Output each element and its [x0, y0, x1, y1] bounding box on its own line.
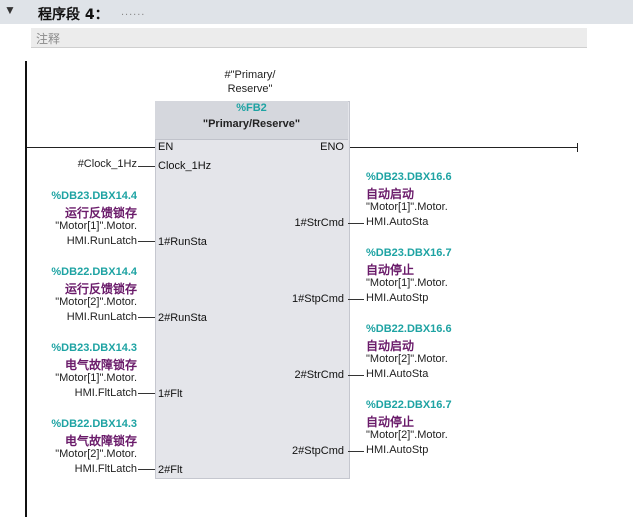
input-symbol[interactable]: "Motor[2]".Motor. HMI.RunLatch — [2, 295, 137, 325]
network-comment-field[interactable] — [31, 28, 587, 48]
output-address: %DB23.DBX16.7 — [366, 247, 452, 259]
output-pin-2-strcmd: 2#StrCmd — [294, 369, 344, 381]
input-address: %DB23.DBX14.4 — [51, 190, 137, 202]
network-comment-placeholder: 注释 — [36, 32, 61, 46]
en-power-line — [27, 147, 155, 148]
output-symbol-line1: "Motor[1]".Motor. — [366, 201, 448, 213]
output-symbol[interactable]: "Motor[2]".Motor. HMI.AutoStp — [366, 428, 448, 458]
input-address: %DB23.DBX14.3 — [51, 342, 137, 354]
input-wire — [138, 469, 155, 470]
input-operand-clock[interactable]: #Clock_1Hz — [77, 158, 137, 170]
output-comment: 自动启动 — [366, 187, 415, 201]
eno-pin: ENO — [320, 141, 344, 153]
output-symbol[interactable]: "Motor[2]".Motor. HMI.AutoSta — [366, 352, 448, 382]
input-symbol-line1: "Motor[2]".Motor. — [55, 448, 137, 460]
function-block-header — [155, 101, 348, 140]
fb-name: "Primary/Reserve" — [202, 118, 301, 130]
instance-db-line2: Reserve" — [227, 83, 273, 95]
input-symbol-line2: HMI.FltLatch — [74, 463, 137, 475]
input-symbol-line2: HMI.RunLatch — [66, 235, 137, 247]
output-symbol-line1: "Motor[1]".Motor. — [366, 277, 448, 289]
input-comment: 运行反馈锁存 — [64, 282, 137, 296]
output-wire — [348, 375, 364, 376]
en-pin: EN — [158, 141, 174, 153]
output-symbol-line1: "Motor[2]".Motor. — [366, 429, 448, 441]
network-title-dots[interactable]: ...... — [121, 6, 146, 18]
left-power-rail — [25, 61, 27, 517]
output-wire — [348, 223, 364, 224]
input-wire — [138, 393, 155, 394]
output-symbol-line2: HMI.AutoStp — [366, 444, 429, 456]
input-address: %DB22.DBX14.3 — [51, 418, 137, 430]
output-pin-1-stpcmd: 1#StpCmd — [292, 293, 344, 305]
input-address: %DB22.DBX14.4 — [51, 266, 137, 278]
input-comment: 电气故障锁存 — [64, 358, 137, 372]
network-header — [0, 0, 633, 24]
instance-db-line1: #"Primary/ — [224, 69, 276, 81]
input-symbol-line2: HMI.FltLatch — [74, 387, 137, 399]
input-symbol[interactable]: "Motor[1]".Motor. HMI.FltLatch — [2, 371, 137, 401]
input-symbol-line1: "Motor[2]".Motor. — [55, 296, 137, 308]
output-wire — [348, 451, 364, 452]
network-title: 程序段 4： — [38, 7, 109, 23]
input-comment: 电气故障锁存 — [64, 434, 137, 448]
input-pin-1-flt: 1#Flt — [158, 388, 183, 400]
input-pin-2-flt: 2#Flt — [158, 464, 183, 476]
output-address: %DB22.DBX16.7 — [366, 399, 452, 411]
eno-power-line — [348, 147, 578, 148]
input-symbol[interactable]: "Motor[1]".Motor. HMI.RunLatch — [2, 219, 137, 249]
output-address: %DB22.DBX16.6 — [366, 323, 452, 335]
input-wire — [138, 317, 155, 318]
input-symbol-line1: "Motor[1]".Motor. — [55, 372, 137, 384]
function-block-box[interactable] — [155, 101, 350, 479]
output-wire — [348, 299, 364, 300]
input-pin-2-runsta: 2#RunSta — [158, 312, 207, 324]
collapse-triangle-icon[interactable]: ▼ — [4, 3, 16, 17]
input-pin-1-runsta: 1#RunSta — [158, 236, 207, 248]
input-symbol[interactable]: "Motor[2]".Motor. HMI.FltLatch — [2, 447, 137, 477]
output-pin-1-strcmd: 1#StrCmd — [294, 217, 344, 229]
input-pin-clock: Clock_1Hz — [158, 160, 212, 172]
input-symbol-line2: HMI.RunLatch — [66, 311, 137, 323]
output-comment: 自动停止 — [366, 263, 415, 277]
output-comment: 自动停止 — [366, 415, 415, 429]
output-symbol-line2: HMI.AutoSta — [366, 216, 429, 228]
output-symbol[interactable]: "Motor[1]".Motor. HMI.AutoSta — [366, 200, 448, 230]
output-address: %DB23.DBX16.6 — [366, 171, 452, 183]
input-comment: 运行反馈锁存 — [64, 206, 137, 220]
eno-line-end — [577, 143, 578, 152]
output-pin-2-stpcmd: 2#StpCmd — [292, 445, 344, 457]
input-wire-clock — [138, 166, 155, 167]
output-comment: 自动启动 — [366, 339, 415, 353]
output-symbol-line1: "Motor[2]".Motor. — [366, 353, 448, 365]
instance-db-label[interactable]: #"Primary/ Reserve" — [185, 68, 315, 96]
input-symbol-line1: "Motor[1]".Motor. — [55, 220, 137, 232]
input-wire — [138, 241, 155, 242]
fb-number: %FB2 — [236, 102, 267, 114]
output-symbol-line2: HMI.AutoSta — [366, 368, 429, 380]
output-symbol[interactable]: "Motor[1]".Motor. HMI.AutoStp — [366, 276, 448, 306]
output-symbol-line2: HMI.AutoStp — [366, 292, 429, 304]
